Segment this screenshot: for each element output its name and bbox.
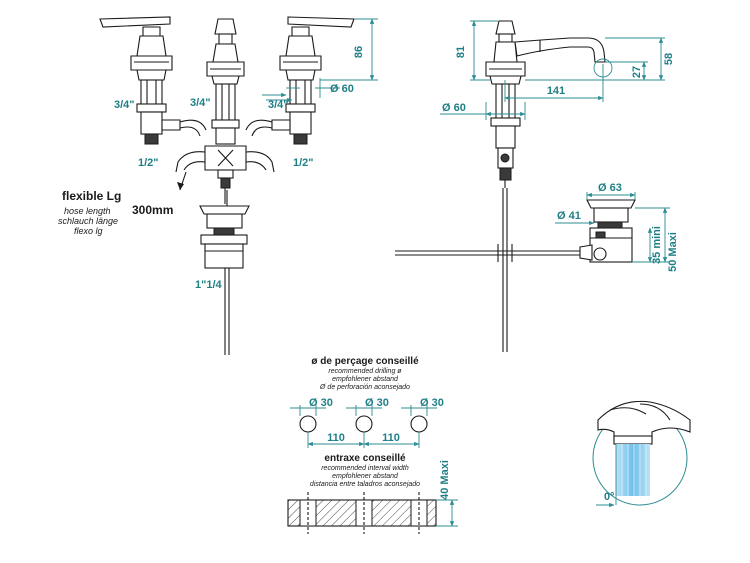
hose-line-2: schlauch länge — [58, 216, 118, 226]
interval-line-2: empfohlener abstand — [332, 473, 399, 480]
left-handle — [99, 16, 207, 145]
handle-height-dimension: 86 — [353, 46, 365, 58]
drilling-title: ø de perçage conseillé — [311, 356, 419, 367]
hose-length: 300mm — [132, 203, 173, 217]
center-spout — [175, 18, 275, 204]
interval-title: entraxe conseillé — [324, 453, 406, 464]
flow-detail: 0° — [592, 400, 691, 508]
front-dimensions — [262, 18, 378, 103]
front-waste — [199, 205, 250, 355]
drilling-line-2: empfohlener abstand — [332, 376, 399, 383]
hole-diameter-1: Ø 30 — [309, 397, 333, 409]
spacing-1: 110 — [327, 432, 345, 444]
waste-diameter: Ø 41 — [557, 210, 581, 222]
side-dimensions — [440, 20, 670, 263]
flow-angle: 0° — [604, 491, 615, 503]
spacing-2: 110 — [382, 432, 400, 444]
max-thickness-dimension: 40 Maxi — [439, 460, 451, 500]
hose-title: flexible Lg — [62, 189, 121, 203]
thread-left-label: 3/4" — [114, 99, 135, 111]
hole-diameter-2: Ø 30 — [365, 397, 389, 409]
hose-line-3: flexo lg — [74, 226, 103, 236]
right-handle — [245, 16, 355, 145]
countertop-section — [287, 492, 437, 534]
drill-hole-right — [410, 415, 428, 433]
front-diameter-dimension: Ø 60 — [330, 83, 354, 95]
front-view — [99, 16, 355, 355]
thread-right-label: 3/4" — [268, 99, 289, 111]
min-height-dimension: 35 mini — [651, 226, 663, 264]
half-inch-left-label: 1/2" — [138, 157, 159, 169]
drilling-block: ø de perçage conseillé recommended drill… — [290, 356, 444, 448]
max-height-dimension: 50 Maxi — [667, 232, 679, 272]
half-inch-right-label: 1/2" — [293, 157, 314, 169]
interval-line-1: recommended interval width — [321, 465, 409, 472]
waste-thread-label: 1"1/4 — [195, 279, 223, 291]
interval-line-3: distancia entre taladros aconsejado — [310, 481, 420, 488]
drill-hole-left — [299, 415, 317, 433]
drilling-line-3: Ø de perforación aconsejado — [319, 384, 410, 391]
side-height-dimension: 81 — [455, 46, 467, 58]
side-view — [395, 20, 636, 352]
waste-top-diameter: Ø 63 — [598, 182, 622, 194]
drilling-line-1: recommended drilling ø — [328, 368, 402, 375]
spout-height-dimension: 27 — [631, 66, 643, 78]
drill-hole-center — [355, 415, 373, 433]
hole-diameter-3: Ø 30 — [420, 397, 444, 409]
spout-total-dimension: 58 — [663, 53, 675, 65]
hose-line-1: hose length — [64, 206, 111, 216]
spout-reach-dimension: 141 — [547, 85, 565, 97]
thread-center-label: 3/4" — [190, 97, 211, 109]
interval-block: entraxe conseillé recommended interval w… — [287, 453, 458, 534]
side-base-diameter: Ø 60 — [442, 102, 466, 114]
